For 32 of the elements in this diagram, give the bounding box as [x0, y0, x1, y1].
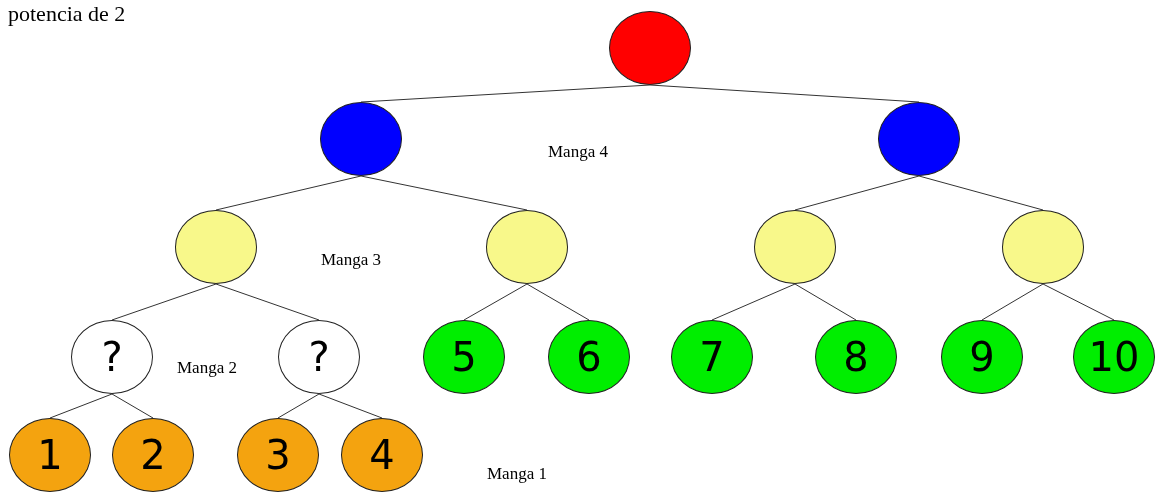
connector-line: [215, 283, 320, 321]
level-label: Manga 3: [321, 251, 381, 270]
node-label: 5: [451, 337, 477, 377]
node-label: ?: [308, 337, 330, 377]
connector-line: [981, 283, 1044, 321]
connector-line: [111, 283, 217, 321]
connector-line: [794, 175, 920, 211]
connector-line: [111, 393, 154, 419]
node-label: 3: [265, 435, 291, 475]
node-label: 7: [699, 337, 725, 377]
connector-line: [318, 393, 383, 419]
connector-line: [215, 175, 362, 211]
level-label: Manga 2: [177, 359, 237, 378]
node-label: ?: [101, 337, 123, 377]
connector-line: [794, 283, 857, 321]
connector-line: [463, 283, 528, 321]
connector-line: [918, 175, 1044, 211]
connector-line: [526, 283, 590, 321]
connector-line: [711, 283, 796, 321]
connector-line: [277, 393, 320, 419]
level-label: Manga 4: [548, 143, 608, 162]
node-label: 8: [843, 337, 869, 377]
node-label: 1: [37, 435, 63, 475]
node-label: 10: [1088, 337, 1140, 377]
connector-line: [49, 393, 113, 419]
node-label: 9: [969, 337, 995, 377]
title-text: potencia de 2: [8, 2, 126, 27]
level-label: Manga 1: [487, 465, 547, 484]
node-label: 2: [140, 435, 166, 475]
node-label: 4: [369, 435, 395, 475]
node-label: 6: [576, 337, 602, 377]
connector-line: [1042, 283, 1115, 321]
